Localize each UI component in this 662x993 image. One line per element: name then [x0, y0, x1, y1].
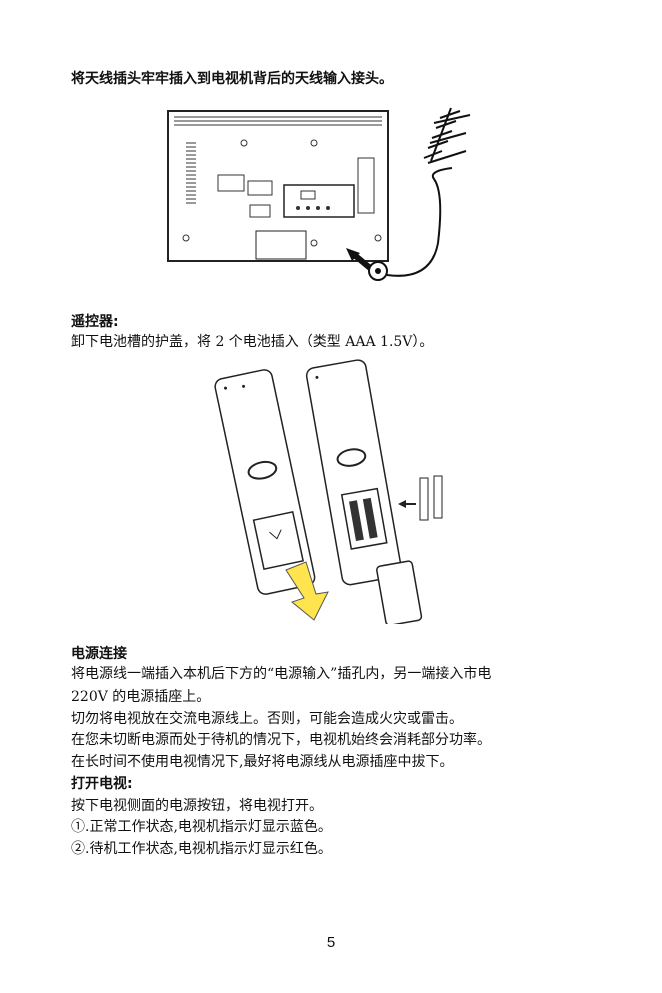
power-line-1: 将电源线一端插入本机后下方的“电源输入”插孔内，另一端接入市电: [71, 666, 492, 682]
turn-on-heading: 打开电视:: [71, 776, 133, 792]
power-heading: 电源连接: [71, 646, 127, 662]
antenna-instruction: 将天线插头牢牢插入到电视机背后的天线输入接头。: [71, 71, 393, 87]
turn-on-line-2: ①.正常工作状态,电视机指示灯显示蓝色。: [71, 819, 332, 835]
page-number: 5: [326, 934, 336, 951]
power-line-4: 在您未切断电源而处于待机的情况下，电视机始终会消耗部分功率。: [71, 732, 491, 748]
turn-on-line-1: 按下电视侧面的电源按钮，将电视打开。: [71, 798, 323, 814]
power-line-3: 切勿将电视放在交流电源线上。否则，可能会造成火灾或雷击。: [71, 711, 463, 727]
remote-instruction: 卸下电池槽的护盖，将 2 个电池插入（类型 AAA 1.5V）。: [71, 334, 434, 350]
power-line-2: 220V 的电源插座上。: [71, 689, 211, 705]
power-line-5: 在长时间不使用电视情况下,最好将电源线从电源插座中拔下。: [71, 754, 454, 770]
tv-back-antenna-illustration: [167, 107, 471, 281]
turn-on-line-3: ②.待机工作状态,电视机指示灯显示红色。: [71, 841, 332, 857]
remote-heading: 遥控器:: [71, 314, 119, 330]
remote-battery-illustration: [214, 359, 443, 624]
